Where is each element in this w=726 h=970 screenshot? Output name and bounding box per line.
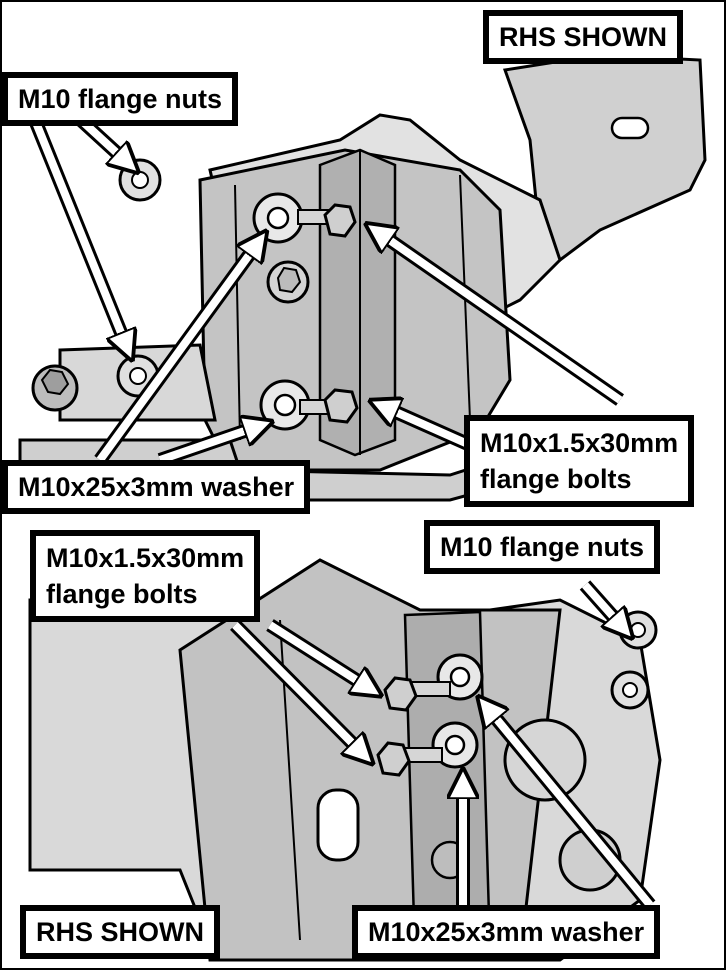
arrow-top-bolt-upper: [375, 230, 623, 404]
bottom-bracket-slot: [316, 788, 360, 862]
flange-nuts-label-top: M10 flange nuts: [2, 72, 239, 126]
bottom-nut-upper: [618, 610, 658, 650]
arrow-bottom-bolt-lower: [232, 622, 365, 756]
top-bolt-upper: [297, 203, 357, 238]
arrow-top-washer-lower: [158, 425, 262, 464]
rhs-shown-label-top: RHS SHOWN: [483, 10, 683, 64]
arrow-bottom-bolt-upper: [267, 621, 372, 690]
bottom-bolt-upper: [383, 676, 451, 712]
rhs-shown-label-bottom: RHS SHOWN: [20, 905, 220, 959]
bottom-bolt-lower: [376, 741, 443, 777]
top-bracket-assembly: [18, 53, 707, 502]
flange-bolts-label-bottom-line1: M10x1.5x30mm: [46, 543, 245, 573]
top-plate-slot: [610, 116, 650, 140]
flange-bolts-label-bottom-line2: flange bolts: [46, 579, 198, 609]
washer-label-top: M10x25x3mm washer: [2, 460, 311, 514]
arrow-top-nut-lower: [31, 118, 128, 350]
top-existing-bolt: [266, 260, 310, 304]
flange-bolts-label-top: M10x1.5x30mm flange bolts: [464, 415, 695, 507]
bottom-nut-lower: [610, 670, 650, 710]
arrow-bottom-nut: [582, 582, 625, 630]
flange-nuts-label-bottom: M10 flange nuts: [424, 520, 661, 574]
arrow-top-washer-upper: [96, 240, 260, 463]
top-washer-upper: [252, 192, 304, 244]
flange-bolts-label-top-line1: M10x1.5x30mm: [480, 428, 679, 458]
top-bolt-lower: [299, 388, 359, 424]
arrow-top-bolt-lower: [380, 405, 472, 449]
callout-arrows: [31, 107, 654, 908]
washer-label-bottom: M10x25x3mm washer: [352, 905, 661, 959]
flange-bolts-label-bottom: M10x1.5x30mm flange bolts: [30, 530, 261, 622]
arrow-bottom-washer-upper: [485, 705, 654, 908]
flange-bolts-label-top-line2: flange bolts: [480, 464, 632, 494]
bottom-washer-lower: [431, 721, 479, 769]
